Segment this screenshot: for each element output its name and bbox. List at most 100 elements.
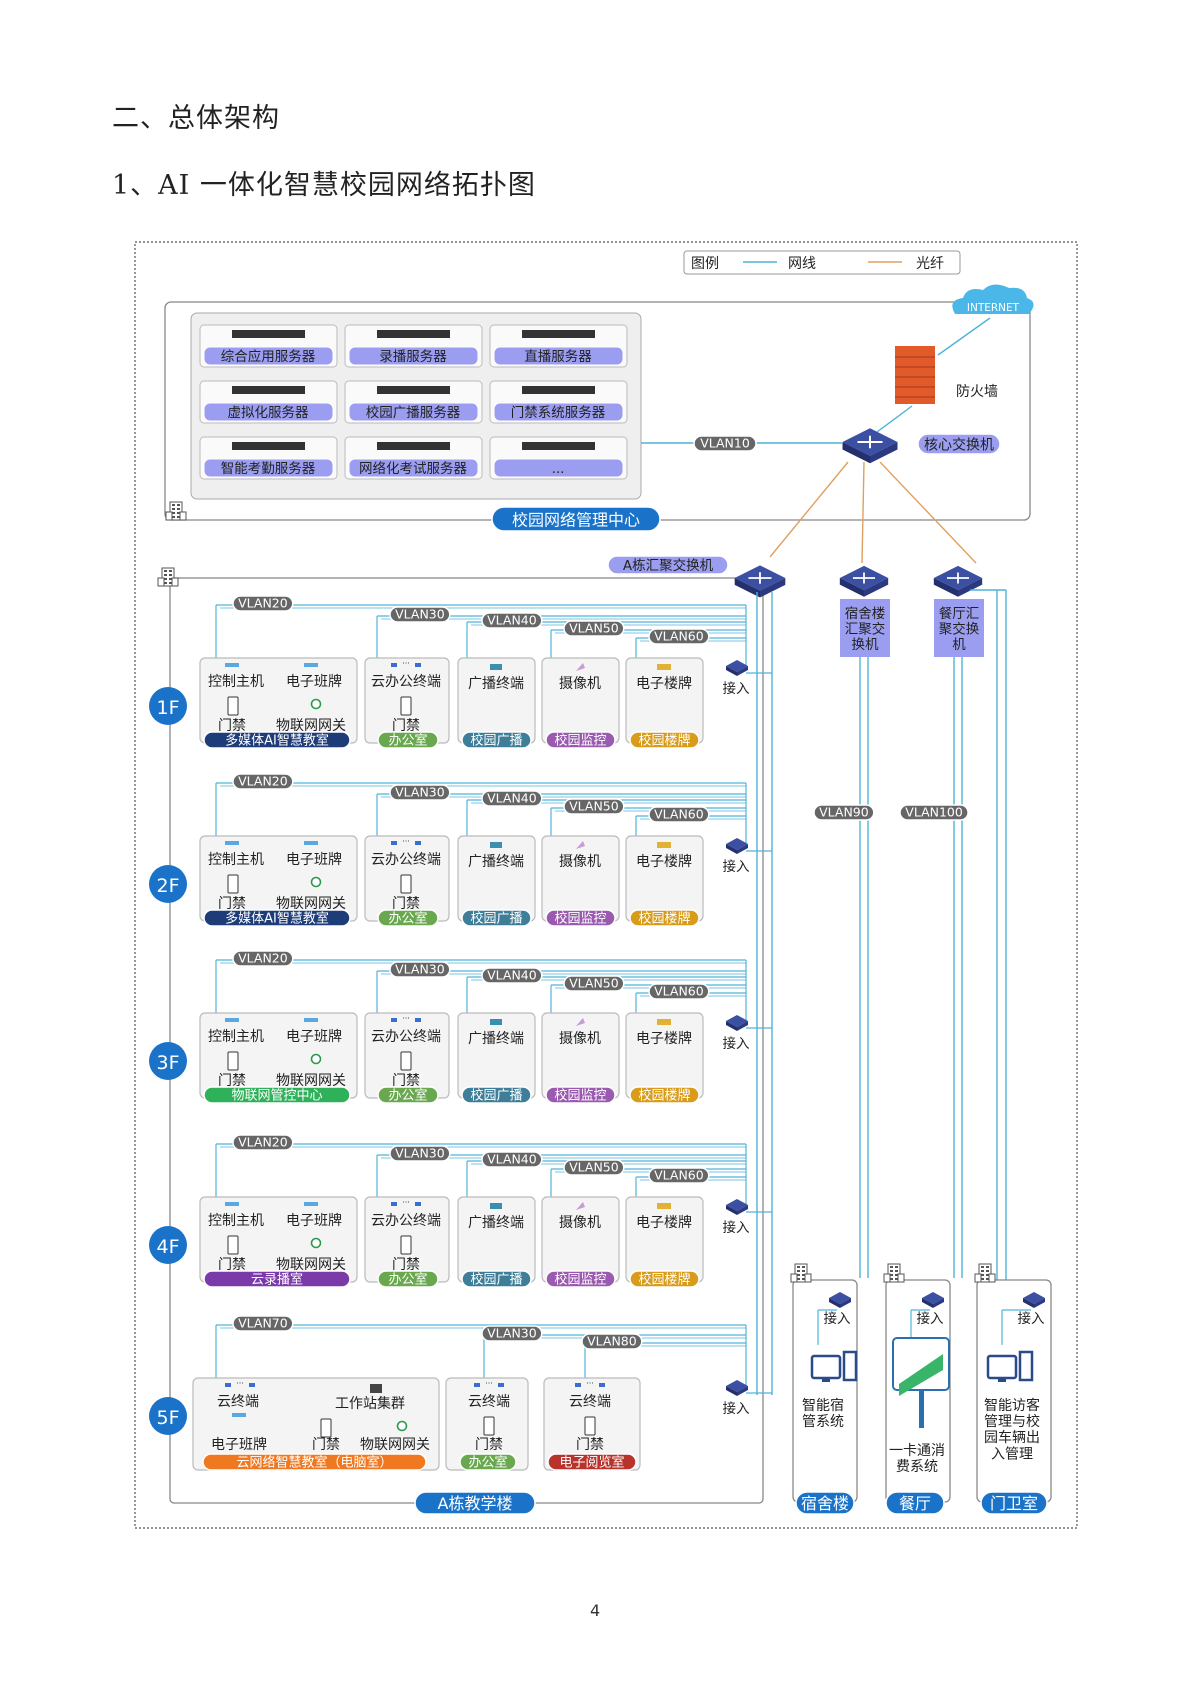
device-control-host: 控制主机 xyxy=(208,674,264,690)
vlan-tag-bg xyxy=(481,790,543,807)
vlan-tag-bg xyxy=(481,612,543,629)
room-label: 电子阅览室 xyxy=(559,1454,624,1470)
system-label: 校园楼牌 xyxy=(638,910,690,926)
device-name: 广播终端 xyxy=(468,1215,524,1231)
vlan-tag-bg xyxy=(232,950,294,967)
office-label: 办公室 xyxy=(388,1271,427,1287)
device-card xyxy=(541,1196,620,1283)
device-door: 门禁 xyxy=(218,718,246,734)
building-window xyxy=(172,512,175,514)
room-label: 物联网管控中心 xyxy=(231,1088,322,1103)
device-icon xyxy=(415,841,421,845)
room-label-bg xyxy=(203,1086,351,1104)
system-label: 校园广播 xyxy=(470,732,522,748)
camera-icon xyxy=(576,1202,585,1210)
device-card xyxy=(541,1012,620,1099)
office-label-bg xyxy=(377,1086,439,1104)
server-label: 智能考勤服务器 xyxy=(221,461,316,477)
outer-frame xyxy=(134,241,1078,1529)
aggregation-switch-icon xyxy=(839,565,889,597)
vlan-tag-bg xyxy=(232,595,294,612)
card-icon xyxy=(899,1354,943,1396)
vlan-tag: VLAN30 xyxy=(395,607,445,622)
building-wing xyxy=(171,577,179,587)
vlan-tag-bg xyxy=(563,1159,625,1176)
floor-badge xyxy=(149,1397,187,1435)
device-dots: ··· xyxy=(586,1379,594,1388)
room-label-bg xyxy=(203,731,351,749)
device-door: 门禁 xyxy=(392,1257,420,1273)
system-label: 校园楼牌 xyxy=(638,1087,690,1103)
speaker-icon xyxy=(490,842,502,848)
switch-side xyxy=(958,578,983,597)
device-iot-gateway: 物联网网关 xyxy=(276,1073,346,1089)
device-card xyxy=(457,835,536,922)
switch-label-bg xyxy=(840,599,890,657)
device-icon xyxy=(474,1383,480,1387)
speaker-icon xyxy=(490,1203,502,1209)
switch-side xyxy=(734,578,760,598)
dorm-title-bg xyxy=(795,1491,855,1515)
building-window xyxy=(981,1266,984,1268)
server-label-bg xyxy=(493,458,624,478)
device-dots: ··· xyxy=(236,1379,244,1388)
server-label-bg xyxy=(203,402,334,422)
device-door: 门禁 xyxy=(218,1257,246,1273)
device-cloud-office: 云办公终端 xyxy=(371,674,441,690)
device-icon xyxy=(304,841,318,845)
access-switch-side xyxy=(726,1021,737,1031)
door-icon xyxy=(400,874,412,894)
access-switch-side xyxy=(933,1298,944,1308)
vlan-tag: VLAN60 xyxy=(654,807,704,822)
building-a-title: A栋教学楼 xyxy=(438,1494,513,1513)
device-door: 门禁 xyxy=(312,1437,340,1453)
aggregation-switch-icon xyxy=(933,565,983,597)
vlan-tag-bg xyxy=(693,435,757,452)
device-class-sign: 电子班牌 xyxy=(286,1212,342,1229)
management-center-title: 校园网络管理中心 xyxy=(512,511,640,530)
device-name: 电子楼牌 xyxy=(636,675,692,692)
vlan-tag-bg xyxy=(648,1167,710,1184)
office-label: 办公室 xyxy=(468,1454,507,1470)
building-wing xyxy=(988,1273,996,1283)
diagram-title: 1、AI 一体化智慧校园网络拓扑图 xyxy=(112,170,536,201)
access-switch-side xyxy=(1023,1298,1034,1308)
terminal-stand xyxy=(998,1378,1006,1382)
building-window xyxy=(172,504,175,506)
system-label-bg xyxy=(629,1086,700,1104)
device-cloud-office: 云办公终端 xyxy=(371,1213,441,1229)
access-label: 接入 xyxy=(1018,1310,1046,1327)
device-door: 门禁 xyxy=(218,896,246,912)
vlan-tag-bg xyxy=(899,804,969,821)
fiber-to-a xyxy=(769,461,849,558)
dorm-system-label: 智能宿管系统 xyxy=(802,1397,844,1430)
vlan-tag: VLAN40 xyxy=(487,1152,537,1167)
device-icon xyxy=(232,1413,246,1417)
device-card xyxy=(625,835,704,922)
server-unit-icon xyxy=(232,386,305,394)
device-cloud-terminal: 云终端 xyxy=(468,1394,510,1410)
vlan-tag-bg xyxy=(648,628,710,645)
device-iot-gateway: 物联网网关 xyxy=(276,896,346,912)
gateway-icon xyxy=(310,876,322,888)
device-name: 广播终端 xyxy=(468,676,524,692)
system-label-bg xyxy=(461,1270,532,1288)
sign-icon xyxy=(657,1019,671,1025)
floor-badge xyxy=(149,687,187,725)
vlan-tag: VLAN20 xyxy=(238,596,288,611)
server-tower-icon xyxy=(1018,1350,1034,1382)
device-icon xyxy=(304,1018,318,1022)
system-label: 校园监控 xyxy=(554,910,606,926)
device-control-host: 控制主机 xyxy=(208,1029,264,1045)
device-icon xyxy=(225,1383,231,1387)
device-door: 门禁 xyxy=(392,1073,420,1089)
vlan-tag-bg xyxy=(232,1315,294,1332)
access-switch-side xyxy=(737,1386,748,1396)
door-icon xyxy=(227,1235,239,1255)
system-label-bg xyxy=(545,909,616,927)
vlan-tag: VLAN40 xyxy=(487,791,537,806)
vlan-tag: VLAN30 xyxy=(395,1146,445,1161)
building-window xyxy=(986,1270,989,1272)
device-class-sign: 电子班牌 xyxy=(286,1028,342,1045)
